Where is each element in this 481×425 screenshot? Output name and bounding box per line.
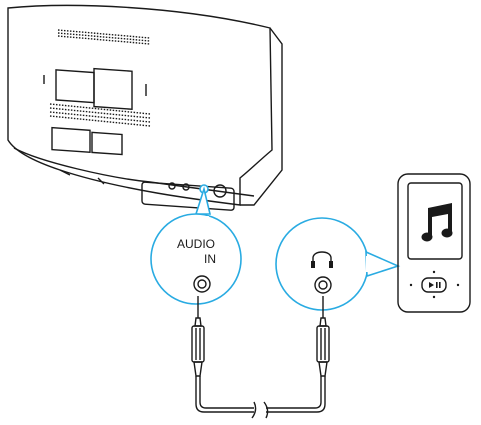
speaker-unit bbox=[7, 4, 283, 211]
cable-break-left bbox=[251, 401, 257, 419]
headphone-socket bbox=[314, 276, 332, 294]
audio-in-label-line1: AUDIO bbox=[177, 237, 215, 251]
audio-in-label-line2: IN bbox=[204, 252, 216, 266]
upper-panel-left bbox=[55, 69, 95, 104]
audio-in-socket bbox=[193, 275, 211, 293]
headphone-callout bbox=[275, 217, 401, 311]
audio-in-bubble bbox=[150, 213, 242, 305]
cable-break-right bbox=[263, 401, 269, 419]
right-plug bbox=[316, 296, 330, 377]
player-body bbox=[397, 173, 471, 313]
lower-panel-left bbox=[51, 126, 91, 154]
speaker-base-line bbox=[13, 147, 255, 197]
speaker-side bbox=[240, 27, 283, 206]
media-player bbox=[397, 173, 471, 313]
top-vent-grille bbox=[57, 29, 151, 45]
headphone-pointer bbox=[365, 250, 401, 278]
cable-left-inner bbox=[199, 376, 254, 409]
headphones-icon bbox=[311, 251, 333, 268]
lower-panel-right bbox=[91, 131, 123, 156]
speaker-body bbox=[7, 4, 273, 206]
speaker-base-feet bbox=[59, 169, 105, 185]
music-note-icon bbox=[421, 203, 453, 242]
left-plug bbox=[191, 296, 205, 377]
upper-panel-right bbox=[93, 67, 133, 110]
cable-right-outer bbox=[266, 376, 326, 413]
audio-cable bbox=[191, 296, 330, 419]
cable-right-inner bbox=[266, 376, 322, 409]
cable-left-outer bbox=[195, 376, 254, 413]
play-pause-icon bbox=[421, 277, 447, 293]
player-screen bbox=[407, 182, 463, 260]
headphone-bubble bbox=[275, 217, 369, 311]
connector-strip bbox=[141, 181, 235, 211]
audio-in-callout: AUDIO IN bbox=[150, 186, 242, 305]
